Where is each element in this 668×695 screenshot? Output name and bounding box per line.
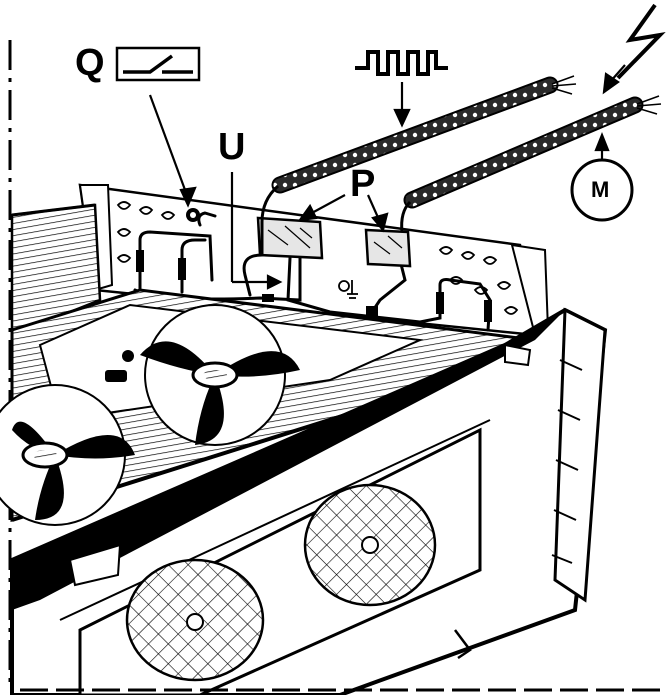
heating-cable (260, 75, 577, 255)
coil-fins (10, 203, 102, 337)
fan-right (140, 304, 300, 446)
m-label-circle (570, 158, 634, 222)
fan-motor-connector (105, 350, 134, 382)
ground-icon (338, 280, 358, 299)
label-p: P (350, 163, 376, 205)
wire-connectors (136, 250, 492, 322)
label-m: M (591, 177, 610, 202)
pointer-arrows (148, 64, 626, 290)
lightning-icon (616, 3, 666, 80)
power-cable (400, 95, 662, 233)
switch-icon (115, 46, 201, 82)
fan-grille-left (125, 558, 265, 682)
junction-box-small (364, 228, 412, 268)
thermostat (186, 208, 200, 222)
fan-grille-right (303, 483, 437, 607)
fan-left (0, 384, 135, 526)
label-u: U (218, 126, 246, 168)
square-wave-icon (355, 50, 448, 76)
junction-box-large (256, 216, 324, 260)
label-q: Q (75, 42, 105, 84)
